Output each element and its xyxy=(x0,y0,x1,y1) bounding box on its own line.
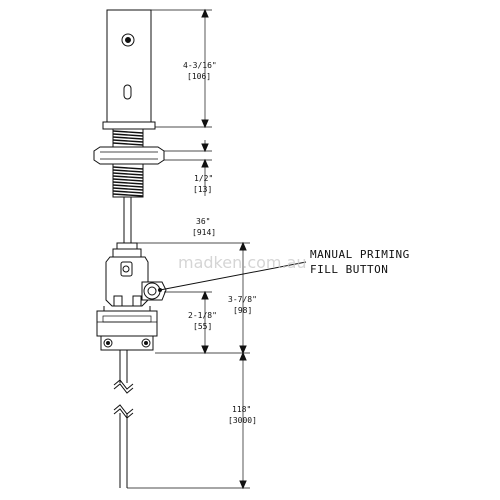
thread-line xyxy=(112,193,144,197)
pump-height-metric: [98] xyxy=(233,306,252,315)
thread-line xyxy=(112,184,144,188)
thread-line xyxy=(112,178,144,182)
pump-height-imperial: 3-7/8" xyxy=(228,295,257,304)
spout-height-metric: [106] xyxy=(187,72,211,81)
thread-line xyxy=(112,133,144,137)
pump-body xyxy=(96,242,167,351)
dimension-lines xyxy=(127,8,250,490)
callout-leader xyxy=(158,261,307,292)
supply-length-metric: [914] xyxy=(192,228,216,237)
watermark: madken.com.au xyxy=(178,253,307,272)
thread-line xyxy=(112,139,144,143)
thread-line xyxy=(112,190,144,194)
thread-line xyxy=(112,181,144,185)
pump-width-metric: [55] xyxy=(193,322,212,331)
mounting-flange xyxy=(93,146,165,165)
supply-tubes xyxy=(113,350,134,488)
priming-button xyxy=(143,282,161,300)
flange-thickness-imperial: 1/2" xyxy=(194,174,213,183)
thread-line xyxy=(112,187,144,191)
supply-stem xyxy=(123,196,132,246)
pump-width-imperial: 2-1/8" xyxy=(188,311,217,320)
thread-line xyxy=(112,136,144,140)
spout-collar xyxy=(102,121,156,130)
callout-label-line1: MANUAL PRIMING xyxy=(310,248,410,261)
tube-length-metric: [3000] xyxy=(228,416,257,425)
tube-length-imperial: 118" xyxy=(232,405,251,414)
thread-line xyxy=(112,130,144,134)
thread-line xyxy=(112,166,144,170)
flange-thickness-metric: [13] xyxy=(193,185,212,194)
callout-label-line2: FILL BUTTON xyxy=(310,263,388,276)
spout-body xyxy=(106,9,152,123)
thread-line xyxy=(112,172,144,176)
thread-line xyxy=(112,142,144,146)
thread-line xyxy=(112,169,144,173)
thread-line xyxy=(112,175,144,179)
supply-length-imperial: 36" xyxy=(196,217,210,226)
spout-height-imperial: 4-3/16" xyxy=(183,61,217,70)
